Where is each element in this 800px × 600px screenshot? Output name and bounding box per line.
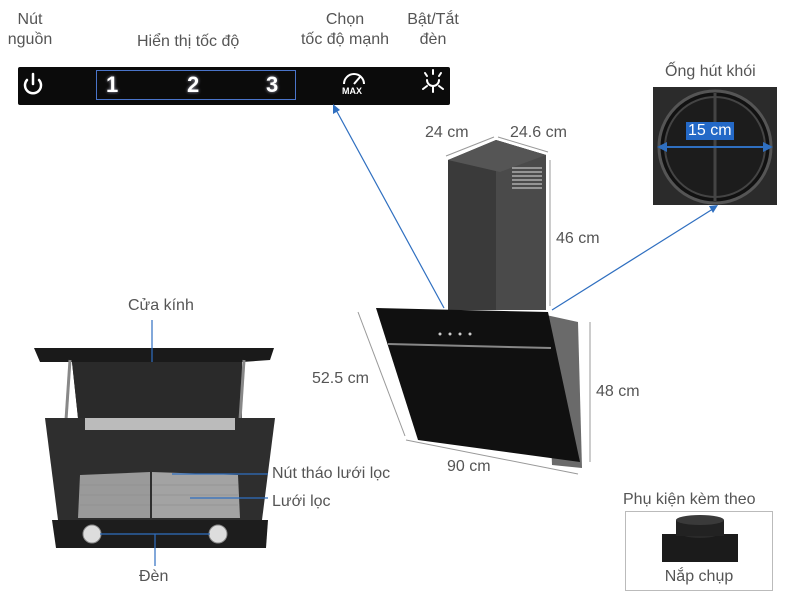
duct-label: Ống hút khói	[665, 63, 756, 80]
chimney-width-dim: 24.6 cm	[510, 124, 567, 141]
chimney-depth-dim: 24 cm	[425, 124, 469, 141]
filter-release-label: Nút tháo lưới lọc	[272, 465, 391, 482]
chimney-height-dim: 46 cm	[556, 230, 600, 247]
body-height-dim: 48 cm	[596, 383, 640, 400]
turbo-max-text: MAX	[342, 86, 362, 96]
power-button-label: Nút nguồn	[7, 11, 53, 48]
duct-diameter: 15 cm	[686, 122, 734, 140]
control-panel	[18, 67, 450, 105]
glass-door-label: Cửa kính	[128, 297, 194, 314]
turbo-speed-label: Chọn tốc độ mạnh	[300, 11, 390, 48]
speed-display-label: Hiển thị tốc độ	[137, 33, 240, 50]
filter-label: Lưới lọc	[272, 493, 331, 510]
speed-1[interactable]: 1	[106, 72, 119, 97]
accessory-title: Phụ kiện kèm theo	[623, 491, 756, 508]
accessory-box: Nắp chụp	[625, 511, 773, 591]
speed-2[interactable]: 2	[187, 72, 200, 97]
speed-display	[96, 70, 296, 100]
cap-image	[662, 515, 738, 562]
speed-3[interactable]: 3	[266, 72, 279, 97]
light-toggle-label: Bật/Tắt đèn	[407, 11, 459, 48]
accessory-item-label: Nắp chụp	[664, 568, 734, 585]
glass-diagonal-dim: 52.5 cm	[312, 370, 369, 387]
width-dim: 90 cm	[447, 458, 491, 475]
lamp-label: Đèn	[139, 568, 169, 585]
